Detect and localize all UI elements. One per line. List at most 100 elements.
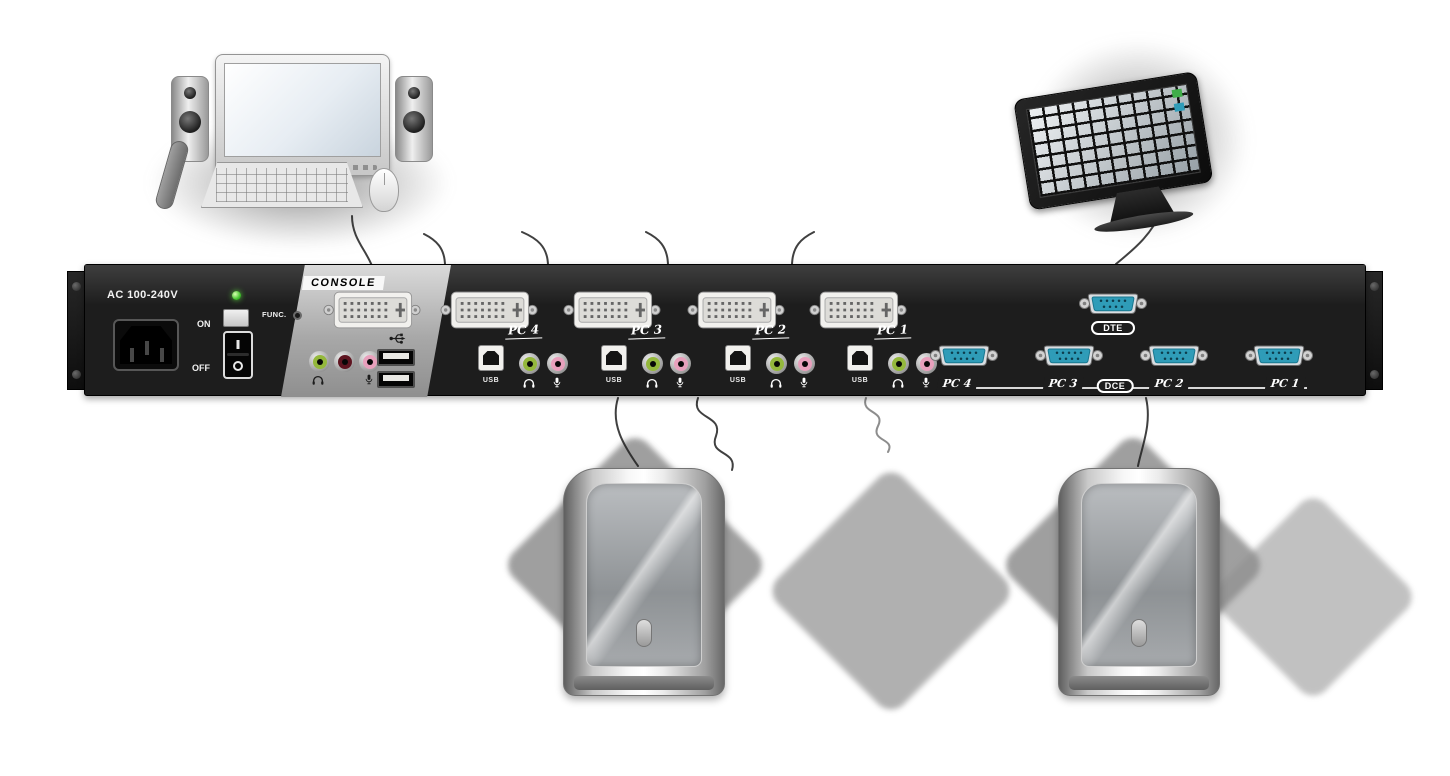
- touch-panel-buttons: [1025, 83, 1201, 199]
- headphone-icon: [892, 378, 904, 389]
- console-mic-jack: [359, 351, 380, 372]
- inlet-pin: [160, 348, 164, 362]
- pc-port-group-1: PC 1 USB: [794, 291, 944, 397]
- keyboard: [201, 162, 363, 208]
- phone-handset: [153, 138, 191, 212]
- usb-label: USB: [482, 377, 500, 384]
- power-switch[interactable]: [223, 331, 253, 379]
- usb-b-slot: [730, 351, 746, 365]
- func-label: FUNC.: [262, 310, 287, 319]
- pc-tower-base: [1069, 676, 1209, 690]
- console-usb-port-1: [377, 349, 415, 366]
- speaker-woofer: [179, 111, 201, 133]
- headphone-jack: [642, 353, 663, 374]
- shadow-diamond: [1206, 490, 1420, 704]
- pc-tower-power-button: [1131, 619, 1147, 647]
- speaker-tweeter: [408, 87, 420, 99]
- screw-icon: [1370, 370, 1379, 379]
- monitor-screen: [224, 63, 381, 157]
- headphone-jack: [766, 353, 787, 374]
- console-usb-port-2: [377, 371, 415, 388]
- serial-port-label: PC 4: [936, 377, 978, 390]
- keyboard-keys: [216, 168, 348, 202]
- fuse-holder: [223, 309, 249, 327]
- shadow-diamond: [765, 465, 1017, 717]
- pc-port-group-4: PC 4 USB: [425, 291, 575, 397]
- headphone-icon: [770, 378, 782, 389]
- usb-label: USB: [729, 377, 747, 384]
- speaker-woofer: [403, 111, 425, 133]
- usb-b-slot: [606, 351, 622, 365]
- headphone-icon: [312, 375, 324, 386]
- headphone-jack: [888, 353, 909, 374]
- rocker-off-mark: [233, 361, 243, 371]
- pc-port-group-3: PC 3 USB: [548, 291, 698, 397]
- mouse-seam: [384, 173, 385, 185]
- pc-port-label: PC 2: [751, 322, 790, 340]
- monitor-buttons: [343, 165, 377, 170]
- pc-tower-base: [574, 676, 714, 690]
- inlet-pin: [130, 348, 134, 362]
- usb-b-slot: [483, 351, 499, 365]
- microphone-jack: [547, 353, 568, 374]
- touch-button-green: [1171, 88, 1183, 99]
- headphone-icon: [646, 378, 658, 389]
- microphone-jack: [794, 353, 815, 374]
- usb-tongue: [383, 375, 409, 381]
- pc-tower-2: [1058, 468, 1220, 696]
- usb-tongue: [383, 353, 409, 359]
- console-section-label: CONSOLE: [302, 276, 385, 290]
- speaker-left: [171, 76, 209, 162]
- dce-label: DCE: [1096, 379, 1134, 393]
- rocker-on-mark: [236, 340, 240, 349]
- pc-port-group-2: PC 2 USB: [672, 291, 822, 397]
- power-led: [232, 291, 241, 300]
- pc-tower-power-button: [636, 619, 652, 647]
- serial-port-label: PC 1: [1264, 377, 1306, 390]
- headphone-jack: [519, 353, 540, 374]
- pc-port-label: PC 1: [873, 322, 912, 340]
- dte-label: DTE: [1091, 321, 1135, 335]
- pc-port-label: PC 4: [504, 322, 543, 340]
- microphone-icon: [363, 374, 375, 385]
- ac-power-inlet: [113, 319, 179, 371]
- usb-b-slot: [852, 351, 868, 365]
- ac-voltage-label: AC 100-240V: [107, 289, 179, 301]
- microphone-icon: [920, 377, 932, 388]
- rack-mount-ear-right: [1365, 271, 1383, 390]
- usb-label: USB: [605, 377, 623, 384]
- screw-icon: [72, 282, 81, 291]
- rocker-seam: [227, 352, 249, 356]
- screw-icon: [1370, 282, 1379, 291]
- serial-port-label: PC 3: [1042, 377, 1084, 390]
- pc-tower-1: [563, 468, 725, 696]
- func-button[interactable]: [293, 311, 302, 320]
- serial-port-label: PC 2: [1148, 377, 1190, 390]
- usb-trident-icon: [389, 331, 406, 346]
- microphone-jack: [670, 353, 691, 374]
- serial-port-pc2: [1139, 339, 1209, 371]
- usb-label: USB: [851, 377, 869, 384]
- power-on-label: ON: [197, 319, 211, 329]
- speaker-right: [395, 76, 433, 162]
- pc-port-label: PC 3: [627, 322, 666, 340]
- power-off-label: OFF: [192, 363, 210, 373]
- monitor: [215, 54, 390, 176]
- console-computer: [153, 48, 450, 234]
- serial-port-pc3: [1034, 339, 1104, 371]
- usb-b-port-pc2: [725, 345, 751, 371]
- usb-b-port-pc3: [601, 345, 627, 371]
- mouse: [369, 168, 399, 212]
- serial-port-dte: [1078, 287, 1148, 319]
- usb-b-port-pc4: [478, 345, 504, 371]
- usb-b-port-pc1: [847, 345, 873, 371]
- rack-mount-ear-left: [67, 271, 85, 390]
- touch-panel-body: [1013, 71, 1214, 211]
- serial-port-pc4: [929, 339, 999, 371]
- speaker-tweeter: [184, 87, 196, 99]
- kvm-rear-panel: AC 100-240V ON OFF CONSOLE FUNC.: [84, 264, 1366, 397]
- headphone-icon: [523, 378, 535, 389]
- touch-button-blue: [1173, 102, 1185, 112]
- serial-port-pc1: [1244, 339, 1314, 371]
